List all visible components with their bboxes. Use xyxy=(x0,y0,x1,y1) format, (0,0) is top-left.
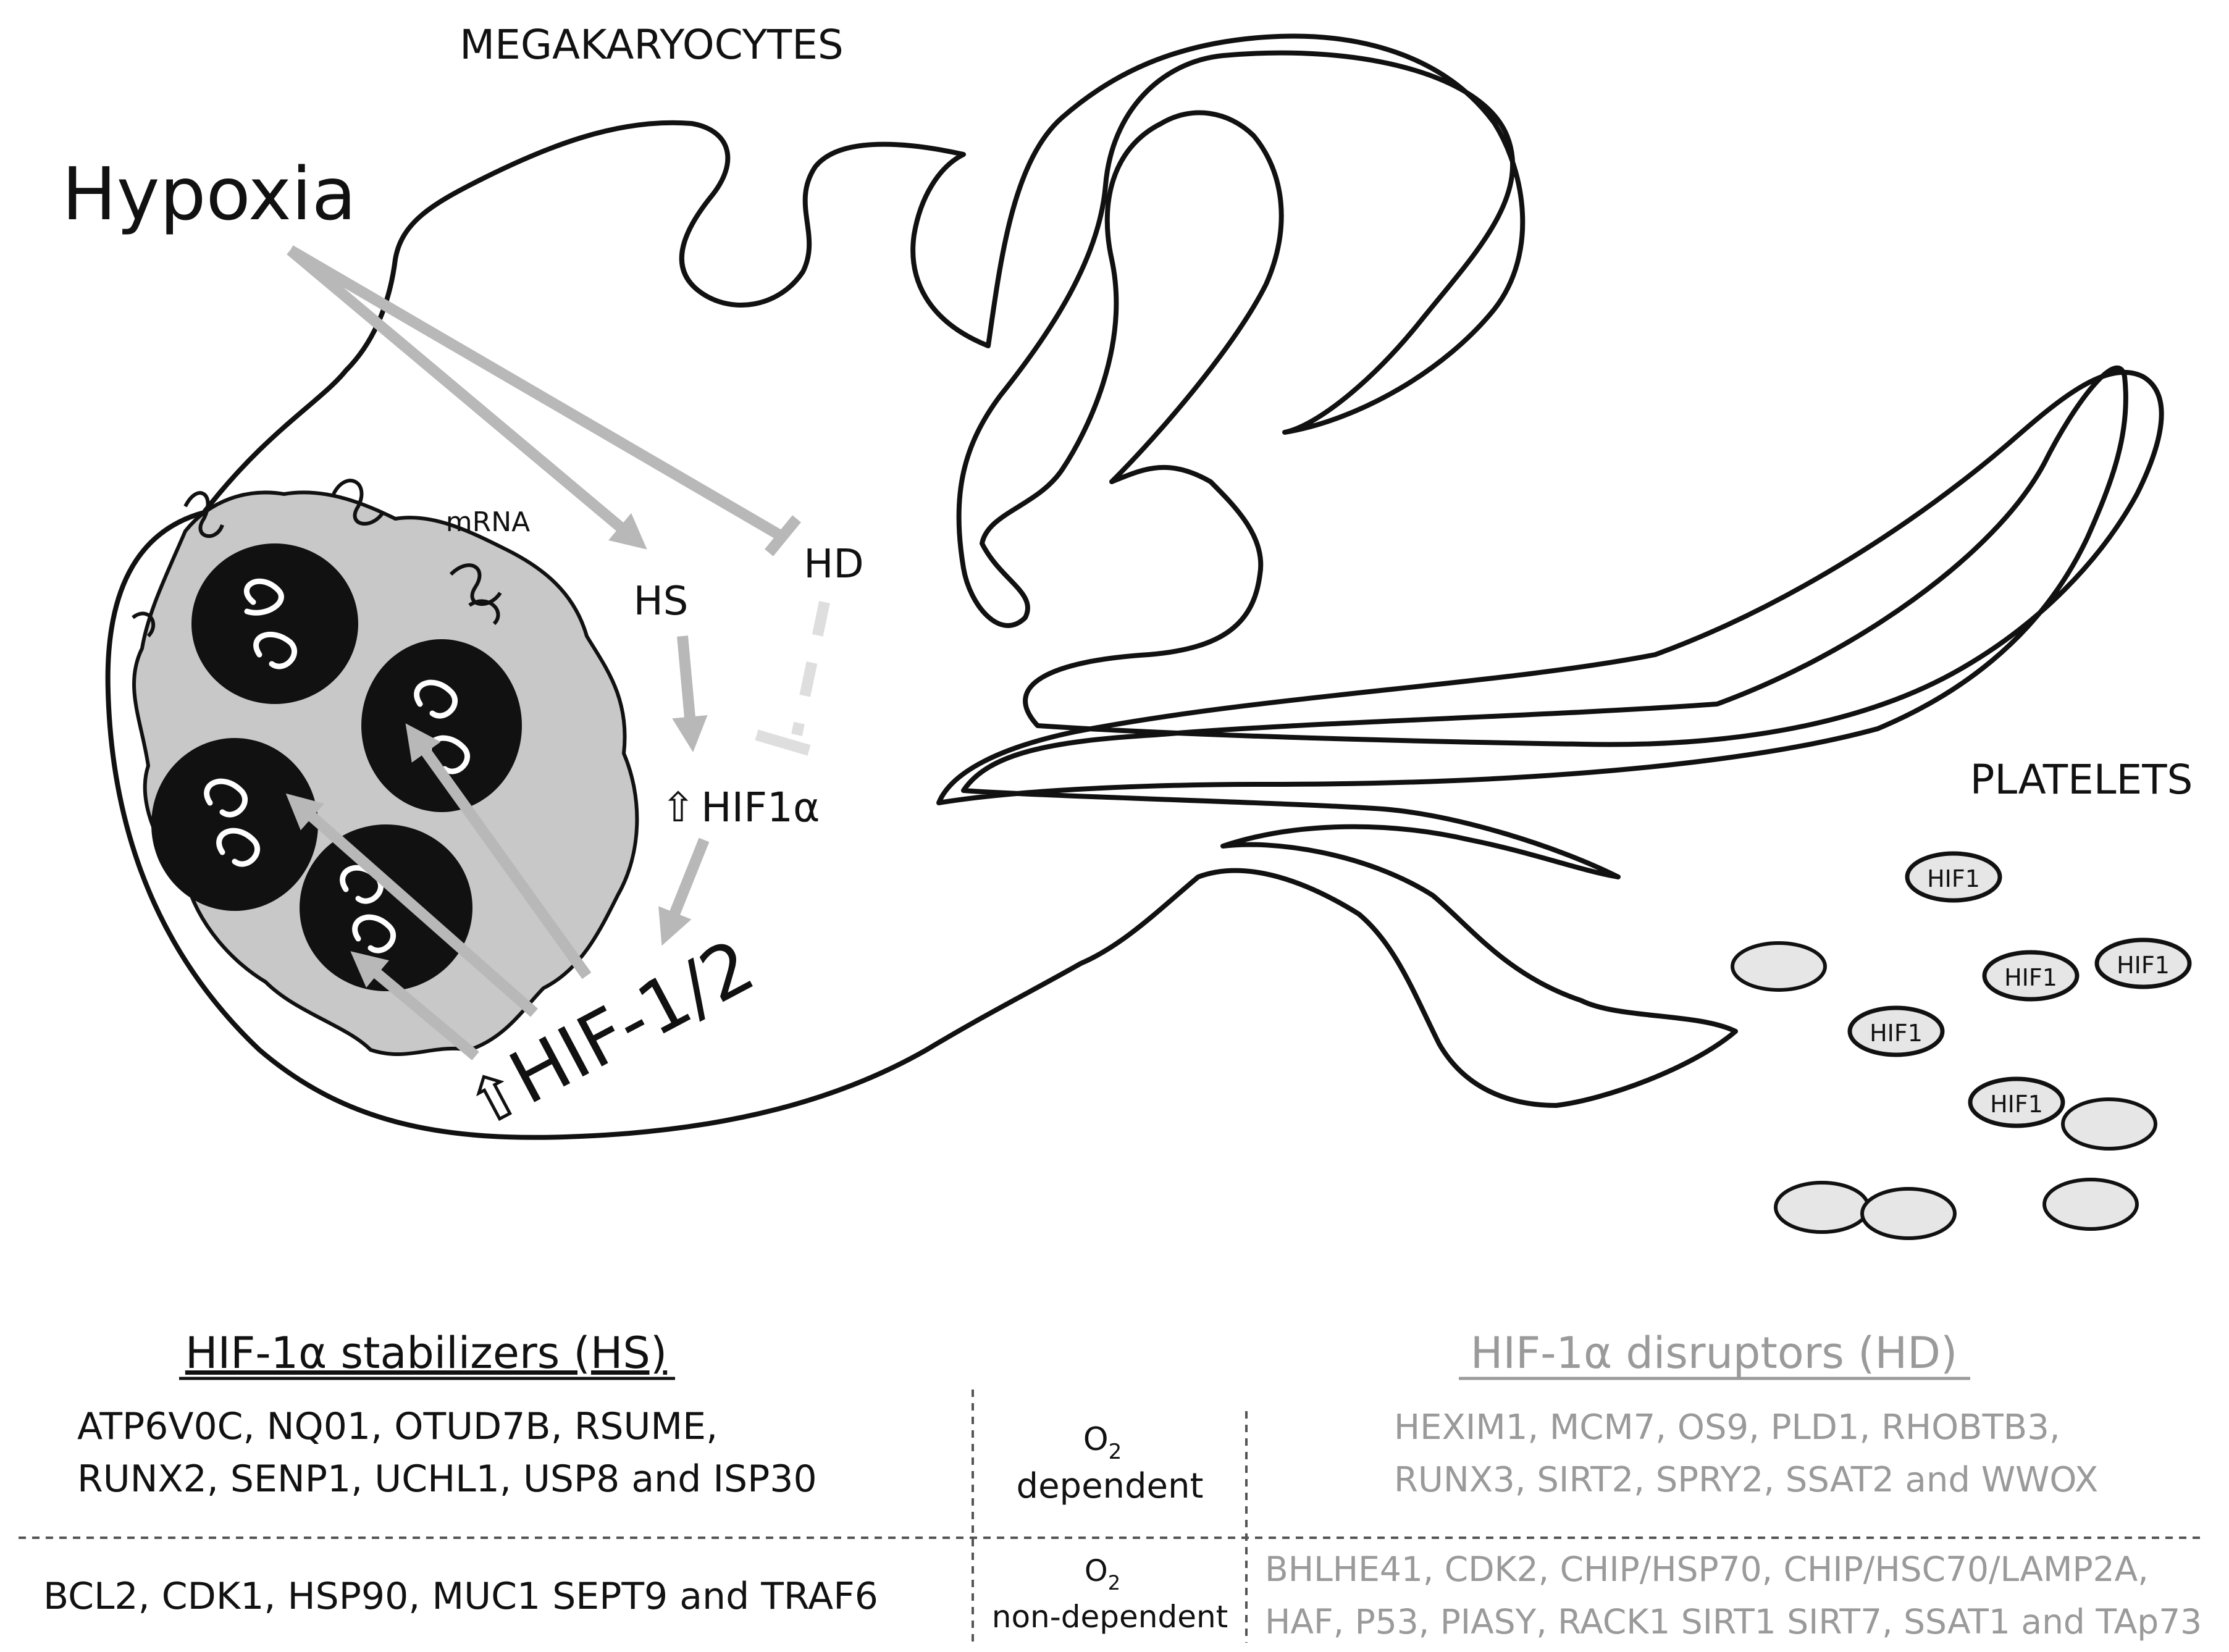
platelet xyxy=(1860,1187,1957,1240)
hs-to-hif1a-arrow xyxy=(672,635,708,752)
platelet-hif1: HIF1 xyxy=(1982,950,2080,1002)
hypoxia-to-hd-inhibition xyxy=(287,245,784,541)
hif1a-label: HIF1α xyxy=(701,784,820,831)
hif1a-up-arrow: ⇧ xyxy=(661,784,695,831)
nucleus xyxy=(151,738,318,911)
svg-text:HIF1: HIF1 xyxy=(1870,1020,1923,1047)
mrna-label: mRNA xyxy=(446,506,530,538)
platelet xyxy=(1731,941,1827,992)
platelets-label: PLATELETS xyxy=(1970,756,2193,803)
hif12-to-nuclei-arrows xyxy=(285,723,592,1060)
hif1a-to-hif12-arrow xyxy=(658,837,710,946)
hd-label: HD xyxy=(804,542,863,587)
nucleus xyxy=(300,824,472,991)
platelet-hif1: HIF1 xyxy=(1905,851,2002,903)
nucleus xyxy=(361,639,522,812)
hypoxia-to-hs-arrow xyxy=(287,246,647,550)
o2-independent-symbol: O2 xyxy=(1085,1554,1120,1595)
hs-label: HS xyxy=(634,579,689,624)
platelet-hif1: HIF1 xyxy=(1968,1076,2065,1128)
stabilizers-o2-dependent-line1: ATP6V0C, NQ01, OTUD7B, RSUME, xyxy=(77,1405,718,1448)
disruptors-o2-independent-line2: HAF, P53, PIASY, RACK1 SIRT1 SIRT7, SSAT… xyxy=(1265,1602,2202,1642)
hypoxia-label: Hypoxia xyxy=(62,151,356,237)
disruptors-title: HIF-1α disruptors (HD) xyxy=(1471,1328,1958,1378)
platelet-hif1: HIF1 xyxy=(1847,1005,1945,1057)
o2-dependent-symbol: O2 xyxy=(1083,1421,1122,1464)
o2-dependent-label: dependent xyxy=(1017,1466,1204,1506)
svg-text:HIF1: HIF1 xyxy=(1927,865,1980,892)
nucleus xyxy=(191,543,358,704)
disruptors-o2-independent-line1: BHLHE41, CDK2, CHIP/HSP70, CHIP/HSC70/LA… xyxy=(1265,1549,2149,1589)
svg-text:HIF1: HIF1 xyxy=(1990,1091,2043,1118)
megakaryocytes-label: MEGAKARYOCYTES xyxy=(460,21,844,69)
megakaryocyte-outline xyxy=(105,33,2164,1140)
stabilizers-title: HIF-1α stabilizers (HS) xyxy=(185,1328,667,1378)
nuclei xyxy=(151,543,522,991)
hypoxia-arrows xyxy=(287,245,801,946)
hd-inhibition-bar xyxy=(765,515,801,556)
regulator-table: HIF-1α stabilizers (HS) HIF-1α disruptor… xyxy=(19,1328,2205,1643)
svg-text:HIF1: HIF1 xyxy=(2117,952,2170,979)
o2-independent-label: non-dependent xyxy=(992,1599,1228,1635)
svg-text:HIF1: HIF1 xyxy=(2004,964,2057,991)
mrna-squiggles xyxy=(132,479,502,638)
disruptors-o2-dependent-line1: HEXIM1, MCM7, OS9, PLD1, RHOBTB3, xyxy=(1394,1407,2060,1448)
platelet xyxy=(1774,1181,1870,1234)
platelet-hif1: HIF1 xyxy=(2094,937,2192,989)
stabilizers-o2-independent: BCL2, CDK1, HSP90, MUC1 SEPT9 and TRAF6 xyxy=(43,1575,878,1618)
platelet xyxy=(2042,1178,2139,1231)
hd-dashed-inhibition xyxy=(755,601,830,756)
platelets-plain xyxy=(1731,941,2157,1240)
stabilizers-o2-dependent-line2: RUNX2, SENP1, UCHL1, USP8 and ISP30 xyxy=(77,1457,817,1501)
disruptors-o2-dependent-line2: RUNX3, SIRT2, SPRY2, SSAT2 and WWOX xyxy=(1394,1460,2098,1500)
platelet xyxy=(2061,1097,2157,1151)
platelets-hif1: HIF1 HIF1 HIF1 HIF1 HIF1 xyxy=(1847,851,2192,1128)
